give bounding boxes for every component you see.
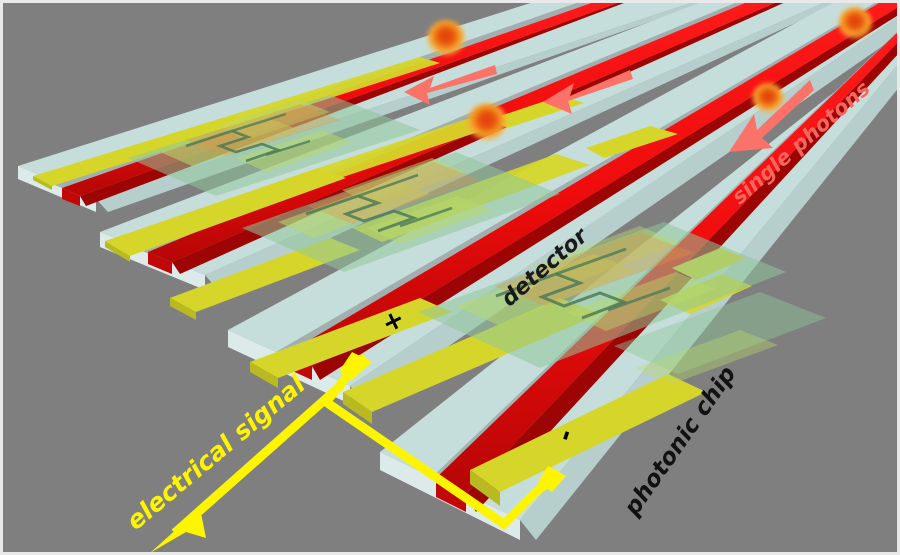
pad-minus [470,374,706,506]
detector-4 [614,292,826,384]
photon-arrow-2 [543,70,633,114]
detector-2 [242,152,560,272]
detector-1 [128,95,420,196]
photon-sphere-3 [838,7,872,39]
wire-stub-plus [340,352,372,380]
photon-arrow-1 [404,65,497,105]
photon-sphere-4 [752,83,784,113]
wire-stub-minus [538,466,566,492]
detector-3 [418,222,786,368]
electrical-signal-arrowhead [150,508,206,553]
detectors [128,95,826,384]
photon-markers [427,7,872,141]
photon-sphere-1 [427,20,465,56]
photon-arrow-3 [729,80,814,152]
photon-sphere-2 [467,103,507,141]
photon-direction-arrows [404,65,814,152]
